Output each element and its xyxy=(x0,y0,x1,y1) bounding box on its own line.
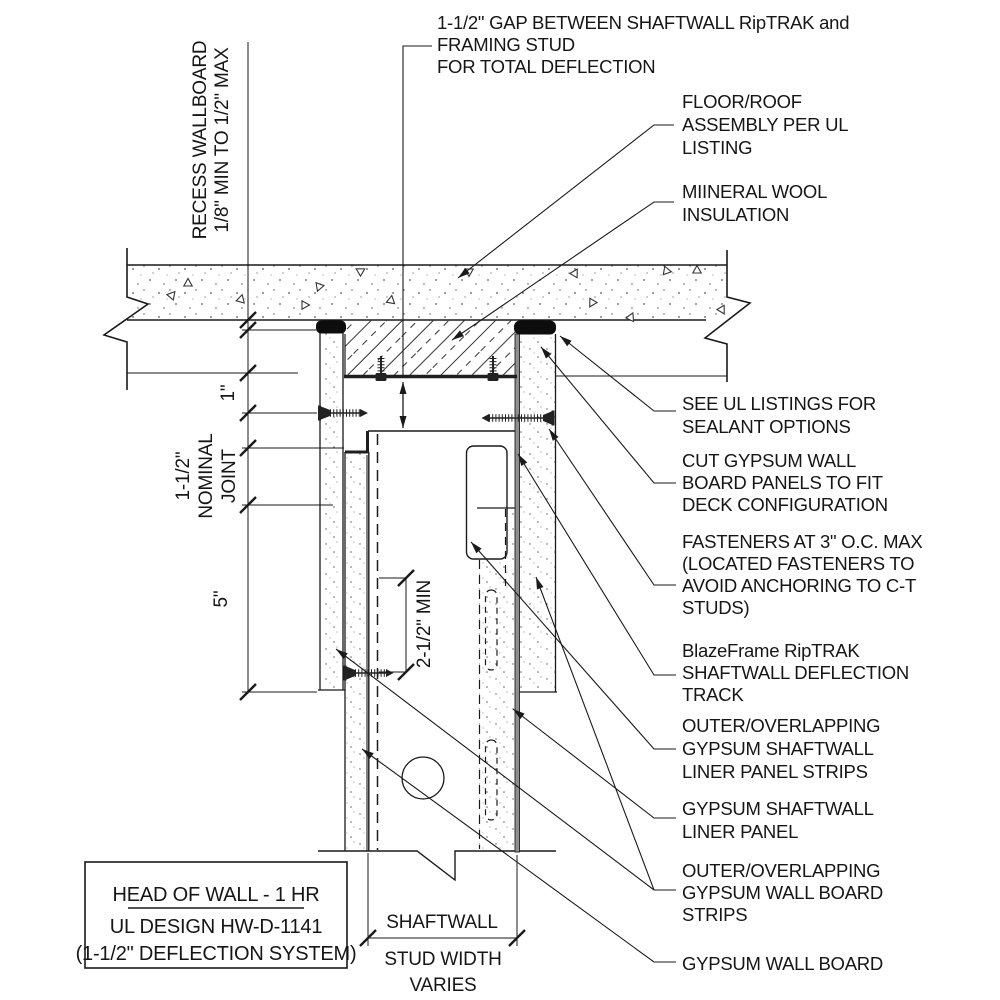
stud-utility-hole xyxy=(401,756,445,800)
callout-liner-panel-line-2: LINER PANEL xyxy=(682,821,798,842)
callout-riptrak-line-2: SHAFTWALL DEFLECTION xyxy=(682,662,909,683)
dim-joint-line-2: NOMINAL xyxy=(196,433,217,518)
fastener-screws xyxy=(318,356,555,681)
callout-fasteners-line-1: FASTENERS AT 3" O.C. MAX xyxy=(682,531,922,552)
gap-note-line-1: 1-1/2" GAP BETWEEN SHAFTWALL RipTRAK and xyxy=(437,12,849,33)
dim-stud-width-line-1: SHAFTWALL xyxy=(386,912,498,933)
leader-sealant xyxy=(559,335,676,412)
leader-floor-roof xyxy=(457,124,674,279)
left-wallboard-strip xyxy=(320,332,343,690)
wall-assembly xyxy=(318,330,557,882)
sealant-bead-left xyxy=(316,320,346,334)
annotations: 1-1/2" GAP BETWEEN SHAFTWALL RipTRAK and… xyxy=(173,12,923,996)
title-block-title: HEAD OF WALL - 1 HR xyxy=(113,884,320,906)
leader-wallboard-strips-right xyxy=(535,576,676,891)
title-block-design: UL DESIGN HW-D-1141 xyxy=(110,916,323,938)
dim-stud-width-line-2: STUD WIDTH xyxy=(384,949,501,970)
callout-fasteners-line-4: STUDS) xyxy=(682,597,749,618)
screw-vertical-left xyxy=(375,356,387,381)
mineral-wool-insulation xyxy=(344,320,517,376)
leader-liner-strips xyxy=(470,541,676,750)
callout-sealant-line-2: SEALANT OPTIONS xyxy=(682,416,851,437)
title-block: HEAD OF WALL - 1 HR UL DESIGN HW-D-1141 … xyxy=(76,861,357,969)
callout-wallboard-strips-line-3: STRIPS xyxy=(682,904,747,925)
floor-roof-slab xyxy=(102,248,752,390)
gap-leader-line xyxy=(402,45,432,377)
callout-mineral-wool-line-2: INSULATION xyxy=(682,204,789,225)
track-left-step xyxy=(345,431,369,454)
callout-fasteners-line-2: (LOCATED FASTENERS TO xyxy=(682,553,914,574)
leader-lines xyxy=(335,124,676,963)
title-block-border xyxy=(84,861,348,969)
callout-floor-roof-line-2: ASSEMBLY PER UL xyxy=(682,114,848,135)
deflection-slot-upper xyxy=(484,589,498,671)
callout-liner-strips-line-3: LINER PANEL STRIPS xyxy=(682,761,868,782)
screw-right-upper xyxy=(481,410,555,426)
sealant xyxy=(316,320,556,335)
liner-panel-strip xyxy=(465,445,508,560)
leader-liner-panel xyxy=(512,708,676,819)
break-symbol-right xyxy=(703,250,752,382)
callout-floor-roof-line-3: LISTING xyxy=(682,137,752,158)
deflection-slot-lower xyxy=(484,739,498,821)
dimension-graphics xyxy=(127,42,727,947)
left-gypsum-wallboard xyxy=(345,452,367,851)
screw-left-lower xyxy=(343,665,394,681)
screw-vertical-right xyxy=(487,356,499,381)
callout-sealant-line-1: SEE UL LISTINGS FOR xyxy=(682,393,876,414)
leader-riptrak xyxy=(517,453,676,676)
callout-cut-gypsum-line-2: BOARD PANELS TO FIT xyxy=(682,472,883,493)
dim-min-engagement: 2-1/2" MIN xyxy=(414,580,435,668)
dim-one-inch: 1" xyxy=(218,385,239,402)
callout-riptrak-line-3: TRACK xyxy=(682,684,744,705)
callout-fasteners-line-3: AVOID ANCHORING TO C-T xyxy=(682,575,916,596)
dim-recess-line-2: 1/8" MIN TO 1/2" MAX xyxy=(212,47,233,233)
callout-wallboard-strips-line-2: GYPSUM WALL BOARD xyxy=(682,882,883,903)
dim-recess-line-1: RECESS WALLBOARD xyxy=(190,41,211,240)
callout-wallboard-strips-line-1: OUTER/OVERLAPPING xyxy=(682,860,880,881)
callout-liner-strips-line-2: GYPSUM SHAFTWALL xyxy=(682,738,874,759)
callout-riptrak-line-1: BlazeFrame RipTRAK xyxy=(682,640,860,661)
concrete-texture xyxy=(127,265,727,320)
callout-liner-strips-line-1: OUTER/OVERLAPPING xyxy=(682,715,880,736)
leader-cut-gypsum xyxy=(540,346,676,484)
callout-cut-gypsum-line-1: CUT GYPSUM WALL xyxy=(682,450,856,471)
gap-note-line-3: FOR TOTAL DEFLECTION xyxy=(437,56,655,77)
aggregate-triangles xyxy=(165,264,725,323)
dim-joint-line-1: 1-1/2" xyxy=(173,452,194,501)
leader-wallboard xyxy=(361,748,676,963)
callout-floor-roof-line-1: FLOOR/ROOF xyxy=(682,91,802,112)
dim-stud-width-line-3: VARIES xyxy=(409,975,476,996)
sealant-bead-right xyxy=(514,320,556,335)
title-block-system: (1-1/2" DEFLECTION SYSTEM) xyxy=(76,943,357,965)
leader-fasteners xyxy=(548,428,676,586)
dimension-ticks xyxy=(239,311,526,947)
callout-liner-panel-line-1: GYPSUM SHAFTWALL xyxy=(682,798,874,819)
leader-mineral-wool xyxy=(451,201,674,341)
wall-break-symbol xyxy=(318,850,556,882)
screw-left-upper xyxy=(318,405,368,421)
dim-five-inch: 5" xyxy=(211,591,232,608)
gap-note-line-2: FRAMING STUD xyxy=(437,34,575,55)
callout-wallboard-line-1: GYPSUM WALL BOARD xyxy=(682,953,883,974)
callout-cut-gypsum-line-3: DECK CONFIGURATION xyxy=(682,494,888,515)
right-wallboard-strip xyxy=(520,334,555,692)
callout-mineral-wool-line-1: MIINERAL WOOL xyxy=(682,181,827,202)
dim-joint-line-3: JOINT xyxy=(219,448,240,502)
break-symbol-left xyxy=(102,248,150,390)
track-right-leg xyxy=(514,333,520,853)
